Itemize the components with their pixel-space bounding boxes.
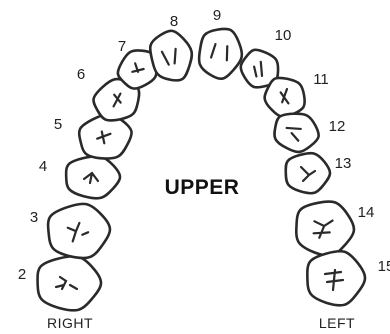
tooth-outline (273, 112, 320, 154)
tooth-7[interactable] (112, 41, 166, 95)
tooth-outline (294, 200, 356, 257)
tooth-5[interactable] (76, 110, 136, 164)
tooth-outline (46, 202, 112, 260)
tooth-14[interactable] (294, 199, 356, 257)
tooth-6[interactable] (88, 71, 148, 128)
tooth-fissure (112, 92, 122, 108)
tooth-fissure (312, 219, 334, 239)
tooth-11[interactable] (259, 71, 313, 124)
tooth-fissure (82, 171, 100, 185)
side-label-right: RIGHT (47, 315, 93, 331)
tooth-number-label: 7 (118, 38, 126, 55)
tooth-fissure (279, 87, 290, 105)
teeth-group (36, 25, 367, 312)
tooth-fissure (253, 60, 264, 78)
tooth-4[interactable] (64, 154, 122, 200)
tooth-number-label: 9 (213, 7, 221, 24)
tooth-15[interactable] (306, 249, 367, 307)
tooth-outline (239, 48, 280, 89)
side-label-left: LEFT (319, 315, 355, 331)
tooth-number-label: 5 (54, 116, 62, 133)
tooth-number-label: 6 (77, 66, 85, 83)
tooth-outline (64, 154, 122, 200)
tooth-fissure (131, 62, 145, 73)
tooth-outline (148, 29, 194, 82)
tooth-fissure (54, 275, 79, 291)
tooth-3[interactable] (46, 202, 112, 260)
tooth-number-label: 14 (358, 204, 375, 221)
tooth-fissure (285, 126, 302, 142)
tooth-13[interactable] (284, 151, 332, 195)
tooth-outline (306, 249, 367, 307)
tooth-2[interactable] (36, 254, 103, 312)
tooth-number-label: 8 (170, 13, 178, 30)
tooth-9[interactable] (196, 25, 246, 82)
tooth-number-label: 10 (275, 27, 292, 44)
tooth-8[interactable] (147, 27, 197, 84)
tooth-number-label: 12 (329, 118, 346, 135)
tooth-number-label: 3 (30, 209, 38, 226)
tooth-number-label: 4 (39, 158, 47, 175)
tooth-fissure (209, 42, 229, 62)
tooth-fissure (160, 47, 177, 66)
tooth-12[interactable] (271, 109, 322, 155)
tooth-fissure (96, 130, 112, 145)
tooth-number-label: 15 (378, 258, 390, 275)
tooth-fissure (299, 165, 317, 183)
tooth-number-label: 11 (313, 71, 329, 88)
tooth-numbers-group: 2 3 4 5 6 7 8 9 10 11 12 13 14 15 (18, 7, 390, 283)
arch-title: UPPER (165, 176, 240, 199)
tooth-10[interactable] (234, 43, 287, 95)
tooth-number-label: 2 (18, 266, 26, 283)
tooth-number-label: 13 (335, 155, 352, 172)
tooth-outline (36, 254, 103, 312)
tooth-outline (197, 27, 244, 81)
tooth-fissure (323, 268, 345, 292)
tooth-fissure (66, 221, 90, 243)
